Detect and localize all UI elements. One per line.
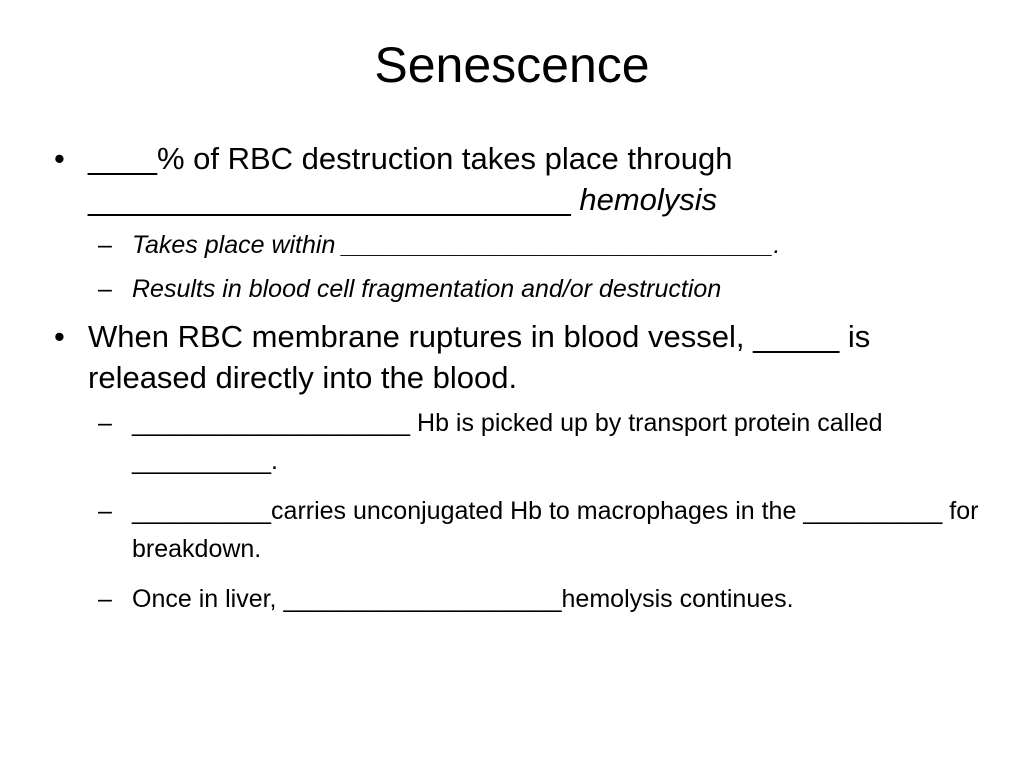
bullet-1-emphasis: hemolysis bbox=[579, 182, 718, 217]
dash-marker: – bbox=[98, 585, 112, 613]
dash-marker: – bbox=[98, 275, 112, 303]
slide-content: • ____% of RBC destruction takes place t… bbox=[54, 138, 984, 630]
bullet-2-text: When RBC membrane ruptures in blood vess… bbox=[88, 319, 871, 395]
bullet-marker: • bbox=[54, 319, 65, 354]
sub-bullet-2-2-text: __________carries unconjugated Hb to mac… bbox=[132, 497, 979, 563]
slide-title: Senescence bbox=[374, 37, 650, 93]
sub-bullet-2-2: – __________carries unconjugated Hb to m… bbox=[54, 492, 984, 568]
dash-marker: – bbox=[98, 497, 112, 525]
sub-bullet-2-3-text: Once in liver, ____________________hemol… bbox=[132, 585, 794, 613]
dash-marker: – bbox=[98, 231, 112, 259]
sub-bullet-2-3: – Once in liver, ____________________hem… bbox=[54, 580, 984, 618]
sub-bullet-1-2: – Results in blood cell fragmentation an… bbox=[54, 270, 984, 308]
bullet-1: • ____% of RBC destruction takes place t… bbox=[54, 138, 984, 220]
sub-bullet-1-2-text: Results in blood cell fragmentation and/… bbox=[132, 275, 722, 303]
sub-bullet-2-1-text: ____________________ Hb is picked up by … bbox=[132, 409, 883, 475]
bullet-1-text: ____% of RBC destruction takes place thr… bbox=[88, 141, 733, 217]
bullet-2: • When RBC membrane ruptures in blood ve… bbox=[54, 316, 984, 398]
sub-bullet-1-1-text: Takes place within _____________________… bbox=[132, 231, 781, 259]
sub-bullet-2-1: – ____________________ Hb is picked up b… bbox=[54, 404, 984, 480]
bullet-marker: • bbox=[54, 141, 65, 176]
sub-bullet-1-1: – Takes place within ___________________… bbox=[54, 226, 984, 264]
dash-marker: – bbox=[98, 409, 112, 437]
